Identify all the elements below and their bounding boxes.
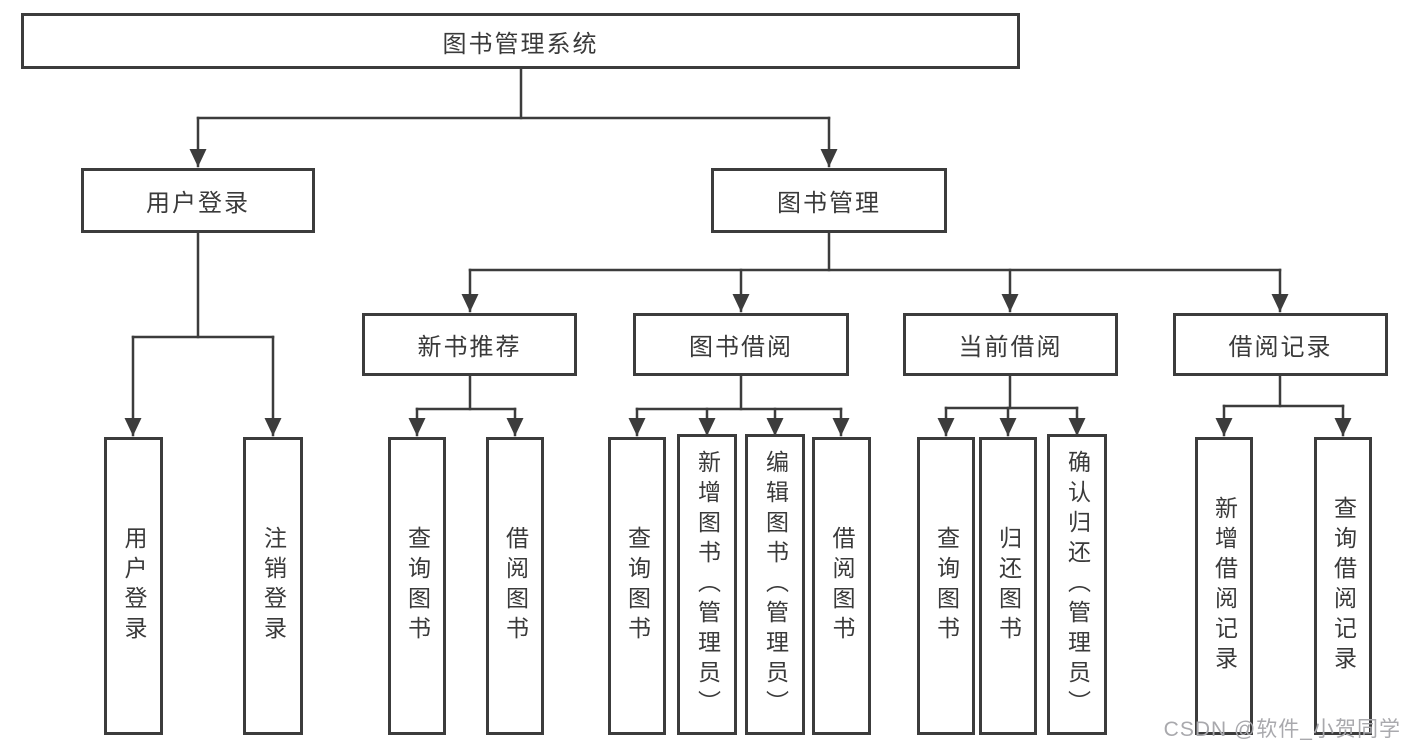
node-leaf-query-borrow-record: 查询借阅记录: [1314, 437, 1372, 735]
node-leaf-query-book-recommend: 查询图书: [388, 437, 446, 735]
node-borrow-record: 借阅记录: [1173, 313, 1388, 376]
node-leaf-query-book-current: 查询图书: [917, 437, 975, 735]
node-leaf-borrow-book-recommend: 借阅图书: [486, 437, 544, 735]
node-leaf-return-book: 归还图书: [979, 437, 1037, 735]
node-book-borrow: 图书借阅: [633, 313, 849, 376]
csdn-watermark: CSDN @软件_小贺同学: [1163, 718, 1401, 741]
node-leaf-add-book-admin: 新增图书（管理员）: [677, 434, 737, 735]
node-user-login: 用户登录: [81, 168, 315, 233]
node-leaf-logout: 注销登录: [243, 437, 303, 735]
node-leaf-user-login: 用户登录: [104, 437, 163, 735]
node-leaf-add-borrow-record: 新增借阅记录: [1195, 437, 1253, 735]
node-leaf-query-book-borrow: 查询图书: [608, 437, 666, 735]
node-current-borrow: 当前借阅: [903, 313, 1118, 376]
node-leaf-edit-book-admin: 编辑图书（管理员）: [745, 434, 805, 735]
node-leaf-borrow-book: 借阅图书: [812, 437, 871, 735]
node-library-management-system: 图书管理系统: [21, 13, 1020, 69]
node-new-book-recommend: 新书推荐: [362, 313, 577, 376]
node-leaf-confirm-return-admin: 确认归还（管理员）: [1047, 434, 1107, 735]
node-book-management: 图书管理: [711, 168, 947, 233]
